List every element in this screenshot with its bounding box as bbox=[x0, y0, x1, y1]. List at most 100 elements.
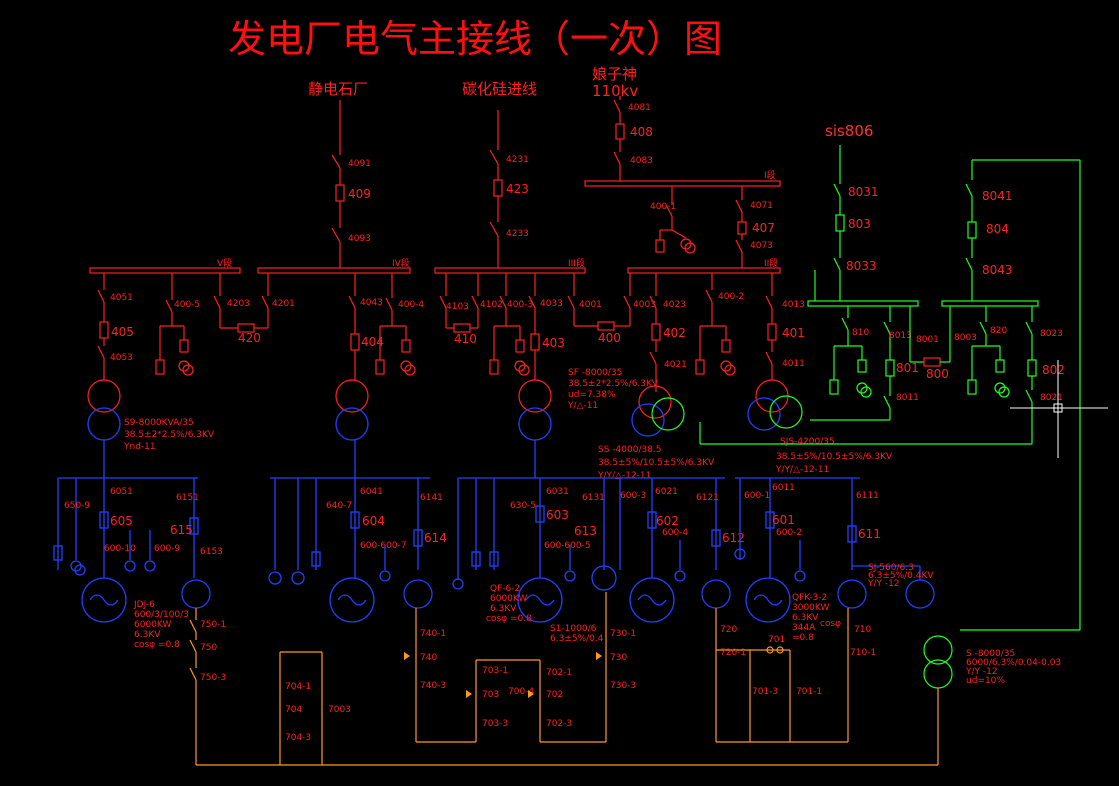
lv-703-3-label: 703-3 bbox=[482, 719, 508, 729]
switch-4081-label: 4081 bbox=[628, 103, 651, 113]
lv-703-1-label: 703-1 bbox=[482, 666, 508, 676]
lv-7003-label: 7003 bbox=[328, 705, 351, 715]
lv-701-3-label: 701-3 bbox=[752, 687, 778, 697]
bus-label-I-top: I段 bbox=[764, 169, 776, 181]
transformer-3-ratio: 38.5±5%/10.5±5%/6.3KV bbox=[598, 458, 715, 468]
switch-8033-label: 8033 bbox=[846, 259, 877, 273]
source-label-middle: 碳化硅进线 bbox=[462, 80, 537, 98]
feeder-600-10-label: 600-10 bbox=[104, 544, 136, 554]
switch-4071-label: 4071 bbox=[750, 201, 773, 211]
breaker-409-label: 409 bbox=[348, 187, 371, 201]
switch-4203-label: 4203 bbox=[227, 299, 250, 309]
transformer-2: SF -8000/35 38.5±2*2.5%/6.3KV ud=7.38% Y… bbox=[567, 368, 715, 481]
feeder-6031-label: 6031 bbox=[546, 487, 569, 497]
bus-IV bbox=[257, 267, 411, 274]
transformer-4-ratio: 38.5±5%/10.5±5%/6.3KV bbox=[776, 452, 893, 462]
lv-750-3-label: 750-3 bbox=[200, 673, 226, 683]
bay-401: 4013 401 4011 bbox=[765, 273, 805, 380]
feeder-6021-label: 6021 bbox=[655, 487, 678, 497]
switch-4003-label: 4003 bbox=[633, 300, 656, 310]
generator-section-5: 600-1 6011 601 600-2 QFK-3-2 3000KW 6.3K… bbox=[734, 478, 935, 643]
switch-4233-label: 4233 bbox=[506, 229, 529, 239]
transformer-3-group: Y/Y/△-12-11 bbox=[597, 471, 651, 481]
generator-1-pf: cosφ =0.8 bbox=[134, 640, 180, 650]
breaker-405-label: 405 bbox=[111, 325, 134, 339]
feeder-600-2-label: 600-2 bbox=[776, 528, 802, 538]
generator-section-4: 600-3 6021 602 600-4 6121 612 bbox=[619, 478, 745, 623]
switch-8003-label: 8003 bbox=[954, 333, 977, 343]
bay-420: 400-5 4203 4201 420 bbox=[155, 273, 295, 376]
feeder-6051-label: 6051 bbox=[110, 487, 133, 497]
bus-V bbox=[89, 267, 241, 274]
switch-4051-label: 4051 bbox=[110, 293, 133, 303]
switch-8011-label: 8011 bbox=[896, 393, 919, 403]
cad-crosshair-cursor bbox=[1010, 360, 1108, 458]
lv-701-label: 701 bbox=[768, 635, 785, 645]
feeder-6131-label: 6131 bbox=[582, 493, 605, 503]
diagram-title: 发电厂电气主接线（一次）图 bbox=[228, 17, 722, 61]
bus-35kv: V段 IV段 III段 II段 bbox=[89, 257, 781, 274]
switch-8041-label: 8041 bbox=[982, 189, 1013, 203]
feeder-6111-label: 6111 bbox=[856, 491, 879, 501]
generator-section-1: 6051 605 650-9 600-10 600-9 6151 615 615… bbox=[53, 478, 223, 650]
switch-4021-label: 4021 bbox=[664, 360, 687, 370]
lv-720-1-label: 720-1 bbox=[720, 648, 746, 658]
station-transformer-label: S -8000/35 bbox=[966, 649, 1015, 659]
feeder-604-label: 604 bbox=[362, 514, 385, 528]
transformer-4-model: SJ-560/6.3 bbox=[868, 563, 914, 573]
transformer-4-label: SJS-4200/35 bbox=[780, 437, 835, 447]
feeder-6011-label: 6011 bbox=[772, 483, 795, 493]
bay-410-403: 4103 4102 410 400-3 4033 403 bbox=[439, 273, 565, 478]
generator-1-ct: 600/3/100/3 bbox=[134, 610, 189, 620]
breaker-423-label: 423 bbox=[506, 182, 529, 196]
feeder-6041-label: 6041 bbox=[360, 487, 383, 497]
switch-4231-label: 4231 bbox=[506, 155, 529, 165]
lv-740-1-label: 740-1 bbox=[420, 629, 446, 639]
feeder-600-9-label: 600-9 bbox=[154, 544, 180, 554]
bus-tie-410-label: 410 bbox=[454, 332, 477, 346]
generator-3-power: 3000KW bbox=[792, 603, 829, 613]
feeder-640-7-label: 640-7 bbox=[326, 501, 352, 511]
bus-tie-800-label: 800 bbox=[926, 367, 949, 381]
low-voltage-network: 750-1 750 750-3 704-1 704 7003 704-3 740… bbox=[189, 592, 938, 766]
bus-label-II: II段 bbox=[764, 257, 778, 269]
switch-8023-label: 8023 bbox=[1040, 329, 1063, 339]
switch-4001-label: 4001 bbox=[579, 300, 602, 310]
switch-4033-label: 4033 bbox=[540, 299, 563, 309]
generator-3-voltage: 6.3KV bbox=[792, 613, 819, 623]
source-label-left: 静电石厂 bbox=[308, 80, 368, 98]
feeder-600-1-label: 600-1 bbox=[744, 491, 770, 501]
breaker-407-label: 407 bbox=[752, 221, 775, 235]
bus-tie-400-label: 400 bbox=[598, 331, 621, 345]
lv-730-1-label: 730-1 bbox=[610, 629, 636, 639]
switch-400-1-label: 400-1 bbox=[650, 202, 676, 212]
lv-702-1-label: 702-1 bbox=[546, 668, 572, 678]
switch-4083-label: 4083 bbox=[630, 156, 653, 166]
transformer-2-ud: ud=7.38% bbox=[568, 390, 616, 400]
breaker-401-label: 401 bbox=[782, 326, 805, 340]
bay-404: 4043 404 400-4 bbox=[335, 273, 424, 478]
generator-section-3: 6031 603 630-5 600-600-5 6131 613 QF-6-2… bbox=[452, 478, 617, 644]
feeder-614-label: 614 bbox=[424, 531, 447, 545]
lv-740-label: 740 bbox=[420, 653, 437, 663]
bus-label-III: III段 bbox=[568, 257, 585, 269]
switch-4102-label: 4102 bbox=[480, 300, 503, 310]
generator-3-model: QFK-3-2 bbox=[792, 593, 827, 603]
switch-400-3-label: 400-3 bbox=[507, 300, 533, 310]
feeder-600-5-label: 600-600-5 bbox=[544, 541, 591, 551]
breaker-403-label: 403 bbox=[542, 336, 565, 350]
switch-4053-label: 4053 bbox=[110, 353, 133, 363]
transformer-4-low-group: Y/Y -12 bbox=[867, 579, 900, 589]
station-transformer-ratio: 6000/6.3%/0.04-0.03 bbox=[966, 658, 1061, 668]
lv-704-3-label: 704-3 bbox=[285, 733, 311, 743]
bay-402: 4023 402 4021 400-2 bbox=[649, 273, 744, 392]
station-transformer-ud: ud=10% bbox=[966, 676, 1005, 686]
switch-400-4-label: 400-4 bbox=[398, 300, 424, 310]
bus-label-IV: IV段 bbox=[392, 257, 410, 269]
lv-701-1-label: 701-1 bbox=[796, 687, 822, 697]
feeder-6121-label: 6121 bbox=[696, 493, 719, 503]
breaker-408-label: 408 bbox=[630, 125, 653, 139]
feeder-600-4-label: 600-4 bbox=[662, 528, 688, 538]
transformer-4-group: Y/Y/△-12-11 bbox=[775, 465, 829, 475]
feeder-615-label: 615 bbox=[170, 523, 193, 537]
